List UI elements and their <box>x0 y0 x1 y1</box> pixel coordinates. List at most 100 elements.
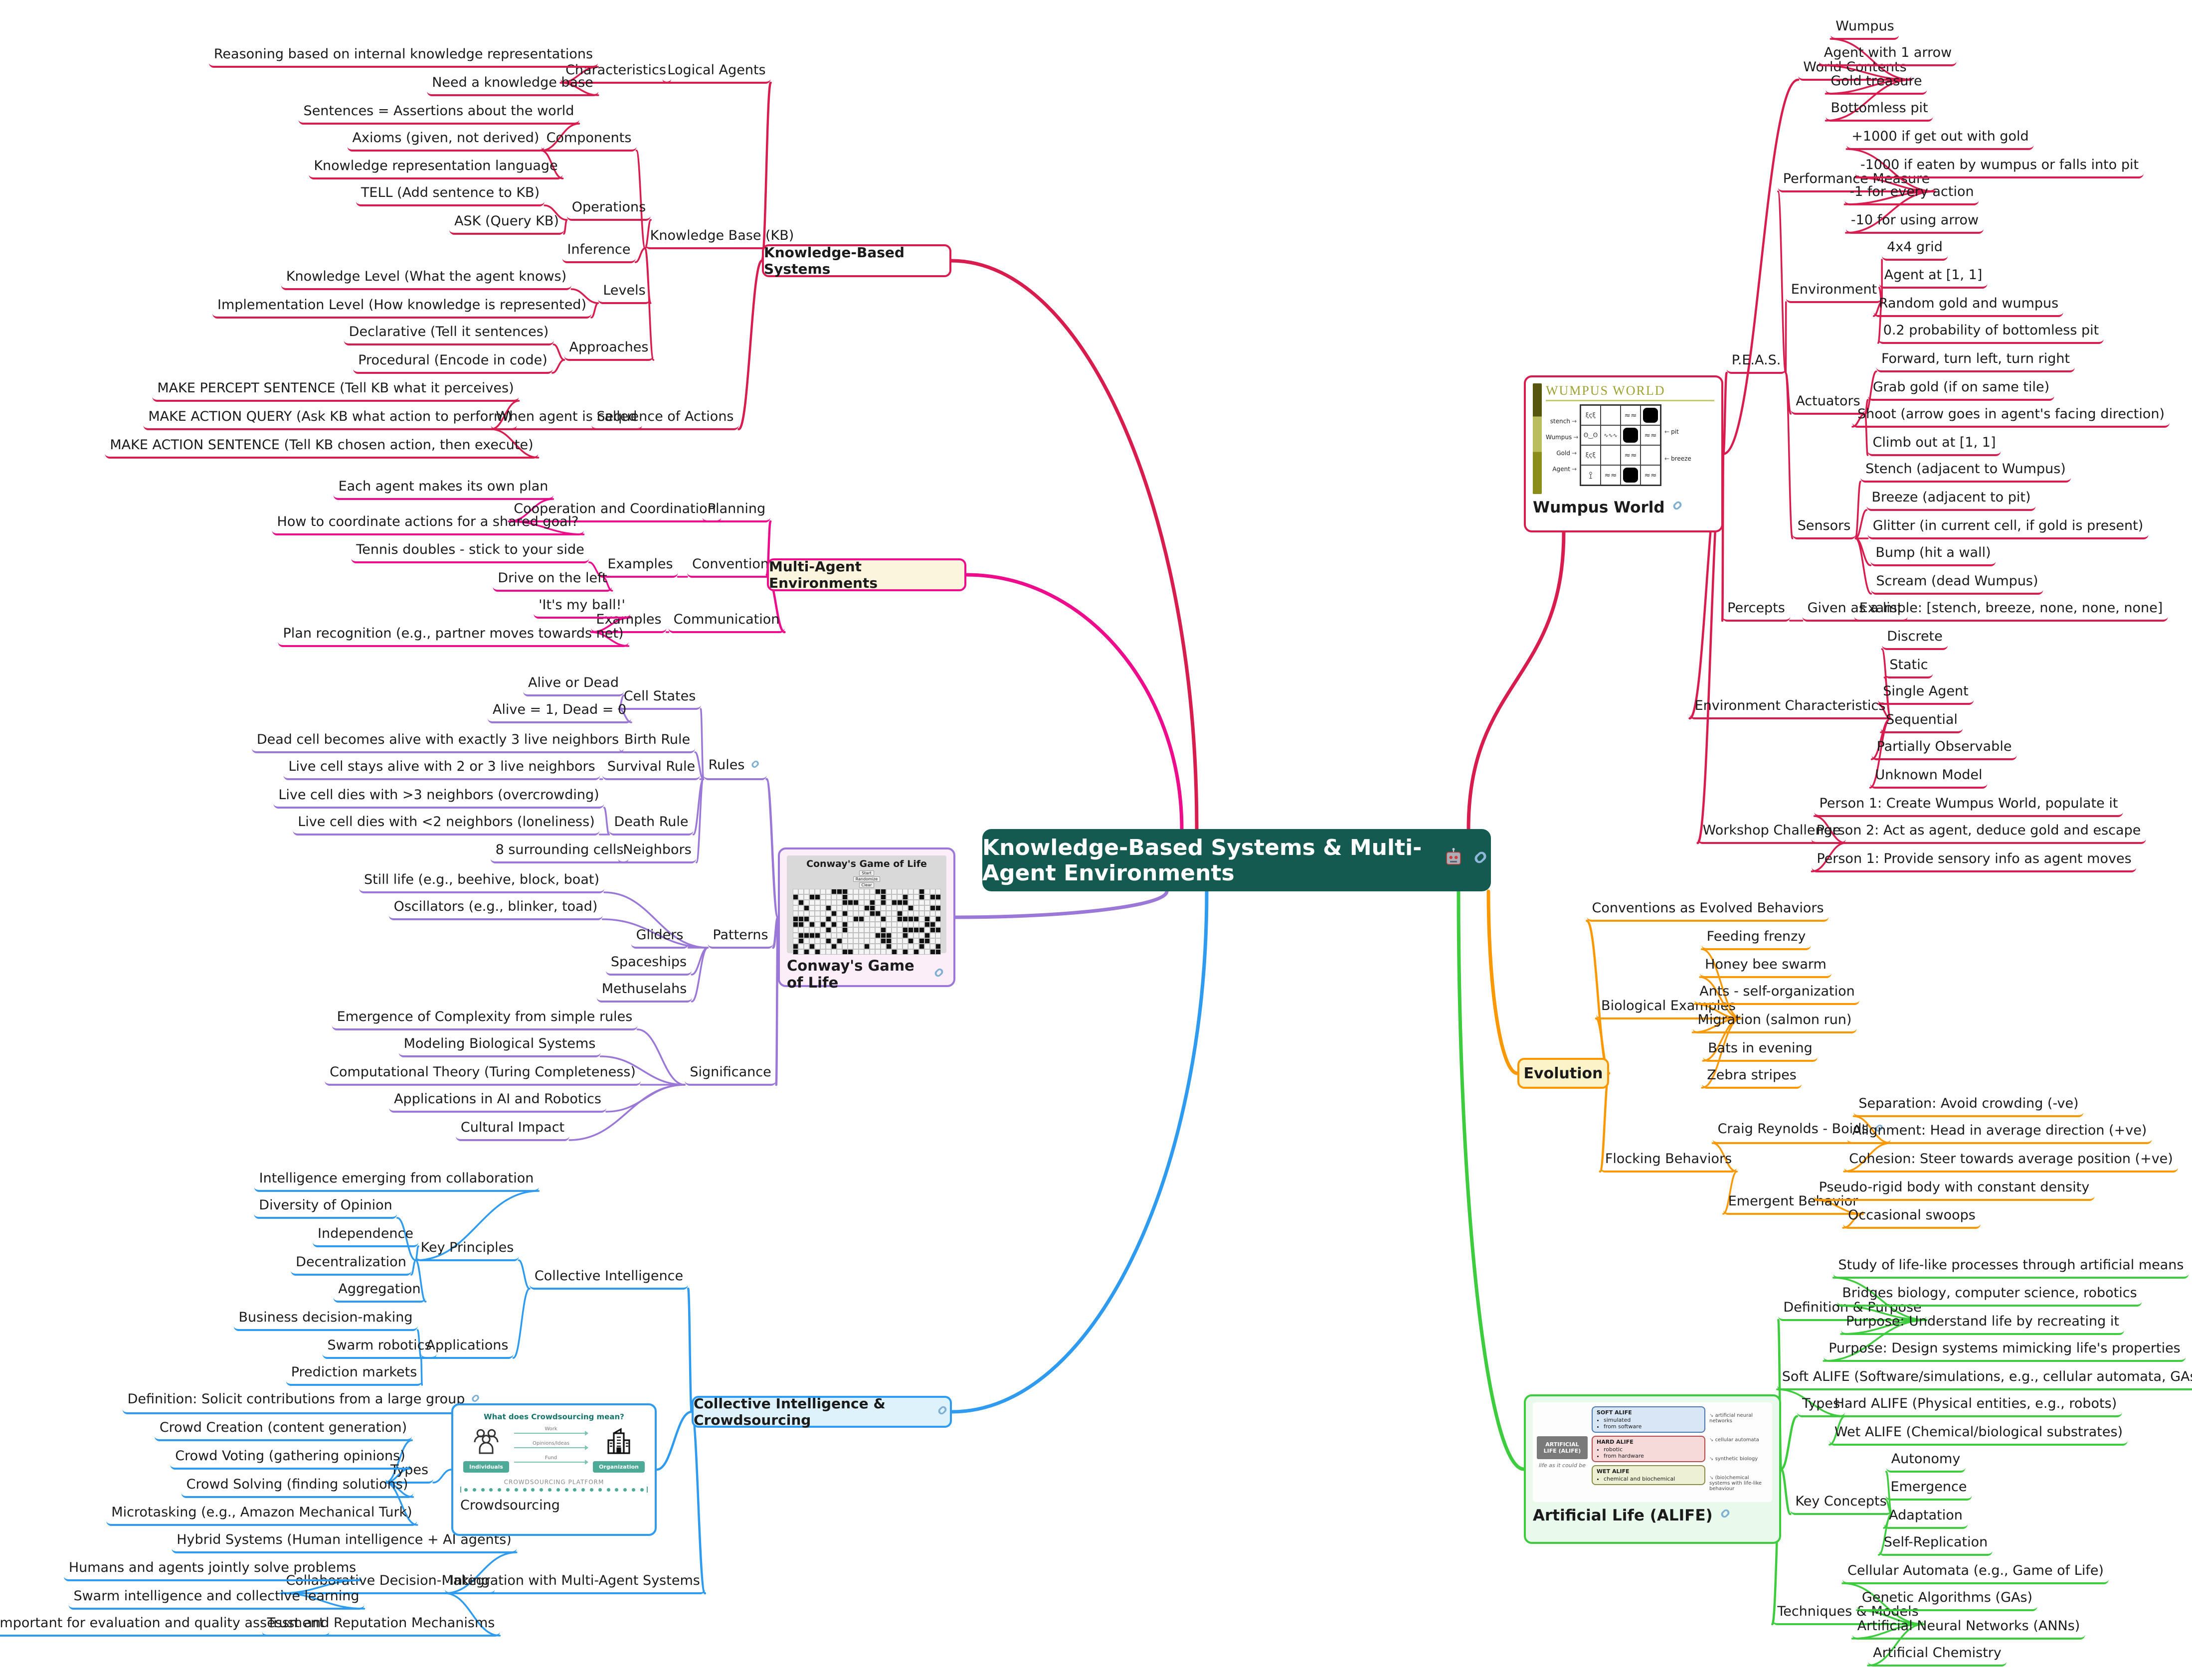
topic-honey-bee-swarm[interactable]: Honey bee swarm <box>1700 956 1831 978</box>
topic-8-surrounding-cells[interactable]: 8 surrounding cells <box>490 841 629 863</box>
topic-zebra-stripes[interactable]: Zebra stripes <box>1702 1066 1802 1089</box>
link-icon[interactable] <box>935 1403 950 1421</box>
topic-ants-self-organization[interactable]: Ants - self-organization <box>1694 983 1860 1005</box>
topic-make-action-query-ask-kb-what-action-to-[interactable]: MAKE ACTION QUERY (Ask KB what action to… <box>143 408 517 430</box>
topic-alignment-head-in-average-direction-ve[interactable]: Alignment: Head in average direction (+v… <box>1847 1122 2152 1144</box>
topic-hard-alife-physical-entities-e-g-robots[interactable]: Hard ALIFE (Physical entities, e.g., rob… <box>1829 1395 2122 1417</box>
topic-prediction-markets[interactable]: Prediction markets <box>286 1363 422 1386</box>
topic-components[interactable]: Components <box>541 129 637 152</box>
topic-when-agent-is-called[interactable]: When agent is called <box>491 408 642 430</box>
topic-approaches[interactable]: Approaches <box>564 338 654 361</box>
topic-emergence[interactable]: Emergence <box>1885 1478 1972 1501</box>
topic-bottomless-pit[interactable]: Bottomless pit <box>1826 99 1933 122</box>
branch-node-collective-intelligence-crowdsourcing[interactable]: Collective Intelligence & Crowdsourcing <box>692 1395 952 1428</box>
topic-shoot-arrow-goes-in-agent-s-facing-direc[interactable]: Shoot (arrow goes in agent's facing dire… <box>1852 405 2170 428</box>
branch-node-crowdsourcing[interactable]: What does Crowdsourcing mean? Individual… <box>451 1403 657 1536</box>
topic-autonomy[interactable]: Autonomy <box>1886 1450 1966 1473</box>
topic-still-life-e-g-beehive-block-boat[interactable]: Still life (e.g., beehive, block, boat) <box>359 871 604 893</box>
topic-decentralization[interactable]: Decentralization <box>291 1253 411 1276</box>
topic-study-of-life-like-processes-through-art[interactable]: Study of life-like processes through art… <box>1833 1256 2189 1279</box>
topic-make-action-sentence-tell-kb-chosen-acti[interactable]: MAKE ACTION SENTENCE (Tell KB chosen act… <box>105 436 539 459</box>
topic-oscillators-e-g-blinker-toad[interactable]: Oscillators (e.g., blinker, toad) <box>388 898 603 920</box>
branch-node-evolution[interactable]: Evolution <box>1517 1058 1609 1089</box>
topic-forward-turn-left-turn-right[interactable]: Forward, turn left, turn right <box>1876 350 2075 372</box>
topic-partially-observable[interactable]: Partially Observable <box>1871 738 2017 760</box>
topic-self-replication[interactable]: Self-Replication <box>1878 1533 1993 1556</box>
topic-emergence-of-complexity-from-simple-rule[interactable]: Emergence of Complexity from simple rule… <box>332 1008 638 1030</box>
topic-cooperation-and-coordination[interactable]: Cooperation and Coordination <box>509 500 721 522</box>
topic-genetic-algorithms-gas[interactable]: Genetic Algorithms (GAs) <box>1856 1589 2038 1611</box>
topic-flocking-behaviors[interactable]: Flocking Behaviors <box>1600 1150 1737 1173</box>
life-button-start[interactable]: Start <box>859 870 874 876</box>
topic-migration-salmon-run[interactable]: Migration (salmon run) <box>1692 1011 1857 1033</box>
topic-aggregation[interactable]: Aggregation <box>333 1280 426 1303</box>
topic-live-cell-dies-with-3-neighbors-overcrow[interactable]: Live cell dies with >3 neighbors (overcr… <box>273 786 604 809</box>
topic-single-agent[interactable]: Single Agent <box>1878 682 1974 705</box>
topic-business-decision-making[interactable]: Business decision-making <box>233 1309 418 1331</box>
topic-implementation-level-how-knowledge-is-re[interactable]: Implementation Level (How knowledge is r… <box>212 296 591 319</box>
topic-static[interactable]: Static <box>1884 656 1933 678</box>
topic-craig-reynolds-boids[interactable]: Craig Reynolds - Boids <box>1712 1120 1891 1144</box>
topic-intelligence-emerging-from-collaboration[interactable]: Intelligence emerging from collaboration <box>254 1170 539 1192</box>
topic-swarm-intelligence-and-collective-learni[interactable]: Swarm intelligence and collective learni… <box>68 1587 365 1610</box>
topic-inference[interactable]: Inference <box>562 241 636 263</box>
topic-knowledge-representation-language[interactable]: Knowledge representation language <box>309 157 563 179</box>
topic-crowd-creation-content-generation[interactable]: Crowd Creation (content generation) <box>154 1419 412 1441</box>
topic-scream-dead-wumpus[interactable]: Scream (dead Wumpus) <box>1871 572 2043 595</box>
topic-conventions-as-evolved-behaviors[interactable]: Conventions as Evolved Behaviors <box>1587 899 1829 922</box>
topic-ask-query-kb[interactable]: ASK (Query KB) <box>449 212 564 235</box>
topic-actuators[interactable]: Actuators <box>1791 392 1865 415</box>
topic-operations[interactable]: Operations <box>566 198 651 221</box>
topic-applications[interactable]: Applications <box>421 1337 514 1359</box>
topic-it-s-my-ball[interactable]: 'It's my ball!' <box>534 596 630 619</box>
topic-stench-adjacent-to-wumpus[interactable]: Stench (adjacent to Wumpus) <box>1860 460 2071 483</box>
topic-p-e-a-s[interactable]: P.E.A.S. <box>1726 351 1786 374</box>
topic-example-stench-breeze-none-none-none[interactable]: Example: [stench, breeze, none, none, no… <box>1854 599 2168 622</box>
topic-neighbors[interactable]: Neighbors <box>618 841 697 863</box>
topic-world-contents[interactable]: World Contents <box>1798 58 1912 81</box>
topic-humans-and-agents-jointly-solve-problems[interactable]: Humans and agents jointly solve problems <box>63 1559 362 1581</box>
topic-need-a-knowledge-base[interactable]: Need a knowledge base <box>427 74 598 96</box>
topic-crowd-solving-finding-solutions[interactable]: Crowd Solving (finding solutions) <box>181 1476 413 1498</box>
topic-cell-states[interactable]: Cell States <box>618 687 701 710</box>
topic-cohesion-steer-towards-average-position-[interactable]: Cohesion: Steer towards average position… <box>1844 1150 2178 1173</box>
topic-bats-in-evening[interactable]: Bats in evening <box>1703 1039 1818 1062</box>
topic-levels[interactable]: Levels <box>598 282 651 304</box>
topic-declarative-tell-it-sentences[interactable]: Declarative (Tell it sentences) <box>344 323 554 345</box>
topic-alive-1-dead-0[interactable]: Alive = 1, Dead = 0 <box>487 701 632 723</box>
link-icon[interactable] <box>931 965 946 984</box>
topic-1000-if-eaten-by-wumpus-or-falls-into-pi[interactable]: -1000 if eaten by wumpus or falls into p… <box>1855 156 2144 178</box>
topic-breeze-adjacent-to-pit[interactable]: Breeze (adjacent to pit) <box>1866 489 2036 511</box>
topic-grab-gold-if-on-same-tile[interactable]: Grab gold (if on same tile) <box>1867 378 2055 401</box>
topic-spaceships[interactable]: Spaceships <box>605 953 692 976</box>
topic-patterns[interactable]: Patterns <box>708 926 773 949</box>
topic-plan-recognition-e-g-partner-moves-towar[interactable]: Plan recognition (e.g., partner moves to… <box>278 625 629 647</box>
topic-trust-and-reputation-mechanisms[interactable]: Trust and Reputation Mechanisms <box>262 1614 500 1637</box>
topic-death-rule[interactable]: Death Rule <box>609 813 694 836</box>
topic-important-for-evaluation-and-quality-ass[interactable]: Important for evaluation and quality ass… <box>0 1614 330 1637</box>
topic-agent-with-1-arrow[interactable]: Agent with 1 arrow <box>1819 44 1957 66</box>
topic-occasional-swoops[interactable]: Occasional swoops <box>1843 1206 1981 1229</box>
topic-knowledge-level-what-the-agent-knows[interactable]: Knowledge Level (What the agent knows) <box>281 268 572 290</box>
topic-soft-alife-software-simulations-e-g-cell[interactable]: Soft ALIFE (Software/simulations, e.g., … <box>1777 1368 2192 1390</box>
topic-crowd-voting-gathering-opinions[interactable]: Crowd Voting (gathering opinions) <box>170 1447 410 1470</box>
link-icon[interactable] <box>748 759 761 774</box>
topic-reasoning-based-on-internal-knowledge-re[interactable]: Reasoning based on internal knowledge re… <box>208 45 598 68</box>
topic-adaptation[interactable]: Adaptation <box>1884 1507 1968 1529</box>
topic-purpose-design-systems-mimicking-life-s-[interactable]: Purpose: Design systems mimicking life's… <box>1824 1340 2186 1362</box>
topic-collective-intelligence[interactable]: Collective Intelligence <box>529 1267 689 1290</box>
topic-tennis-doubles-stick-to-your-side[interactable]: Tennis doubles - stick to your side <box>351 541 589 563</box>
topic-0-2-probability-of-bottomless-pit[interactable]: 0.2 probability of bottomless pit <box>1878 322 2104 344</box>
topic-agent-at-1-1[interactable]: Agent at [1, 1] <box>1879 266 1988 289</box>
topic-person-2-act-as-agent-deduce-gold-and-es[interactable]: Person 2: Act as agent, deduce gold and … <box>1811 822 2146 844</box>
topic-drive-on-the-left[interactable]: Drive on the left <box>493 569 612 592</box>
topic-sequential[interactable]: Sequential <box>1881 711 1963 733</box>
topic-axioms-given-not-derived[interactable]: Axioms (given, not derived) <box>347 129 545 152</box>
topic-person-1-create-wumpus-world-populate-it[interactable]: Person 1: Create Wumpus World, populate … <box>1814 795 2123 817</box>
topic-procedural-encode-in-code[interactable]: Procedural (Encode in code) <box>353 351 552 374</box>
topic-environment[interactable]: Environment <box>1786 281 1882 303</box>
topic-separation-avoid-crowding-ve[interactable]: Separation: Avoid crowding (-ve) <box>1853 1095 2084 1117</box>
link-icon[interactable] <box>469 1393 482 1408</box>
topic-dead-cell-becomes-alive-with-exactly-3-l[interactable]: Dead cell becomes alive with exactly 3 l… <box>251 731 624 753</box>
topic-knowledge-base-kb[interactable]: Knowledge Base (KB) <box>645 227 799 249</box>
